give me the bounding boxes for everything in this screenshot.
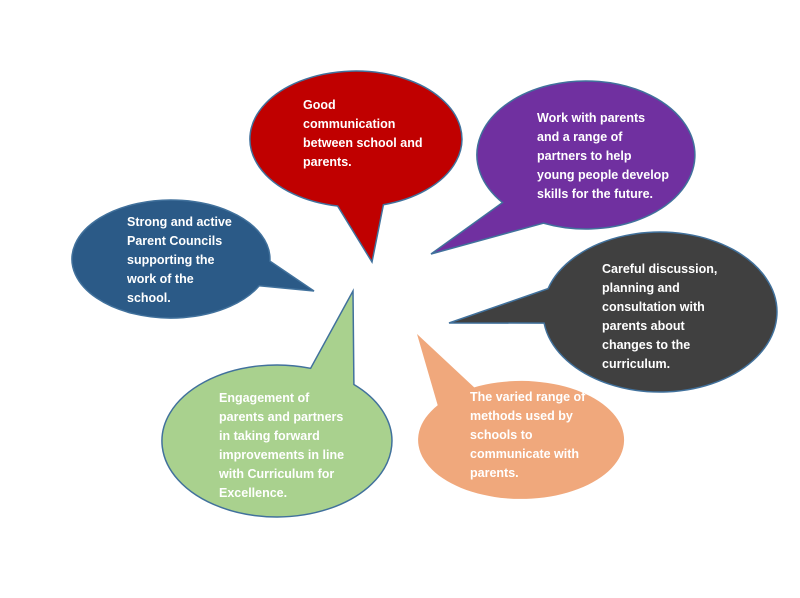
bubble-text-good-communication: Good communication between school and pa… [303,98,423,169]
bubble-text-parent-councils: Strong and active Parent Councils suppor… [127,215,232,305]
speech-bubble-work-with-parents [430,80,696,255]
speech-bubble-parent-councils [71,199,315,319]
bubble-text-engagement: Engagement of parents and partners in ta… [219,391,345,500]
bubble-text-careful-discussion: Careful discussion, planning and consult… [602,262,718,371]
speech-bubble-good-communication [249,70,463,265]
bubble-text-varied-range: The varied range of methods used by scho… [470,390,586,480]
bubble-text-work-with-parents: Work with parents and a range of partner… [537,111,669,201]
speech-bubble-careful-discussion [448,231,778,393]
speech-bubble-engagement [161,288,393,518]
speech-bubble-varied-range [417,334,625,499]
